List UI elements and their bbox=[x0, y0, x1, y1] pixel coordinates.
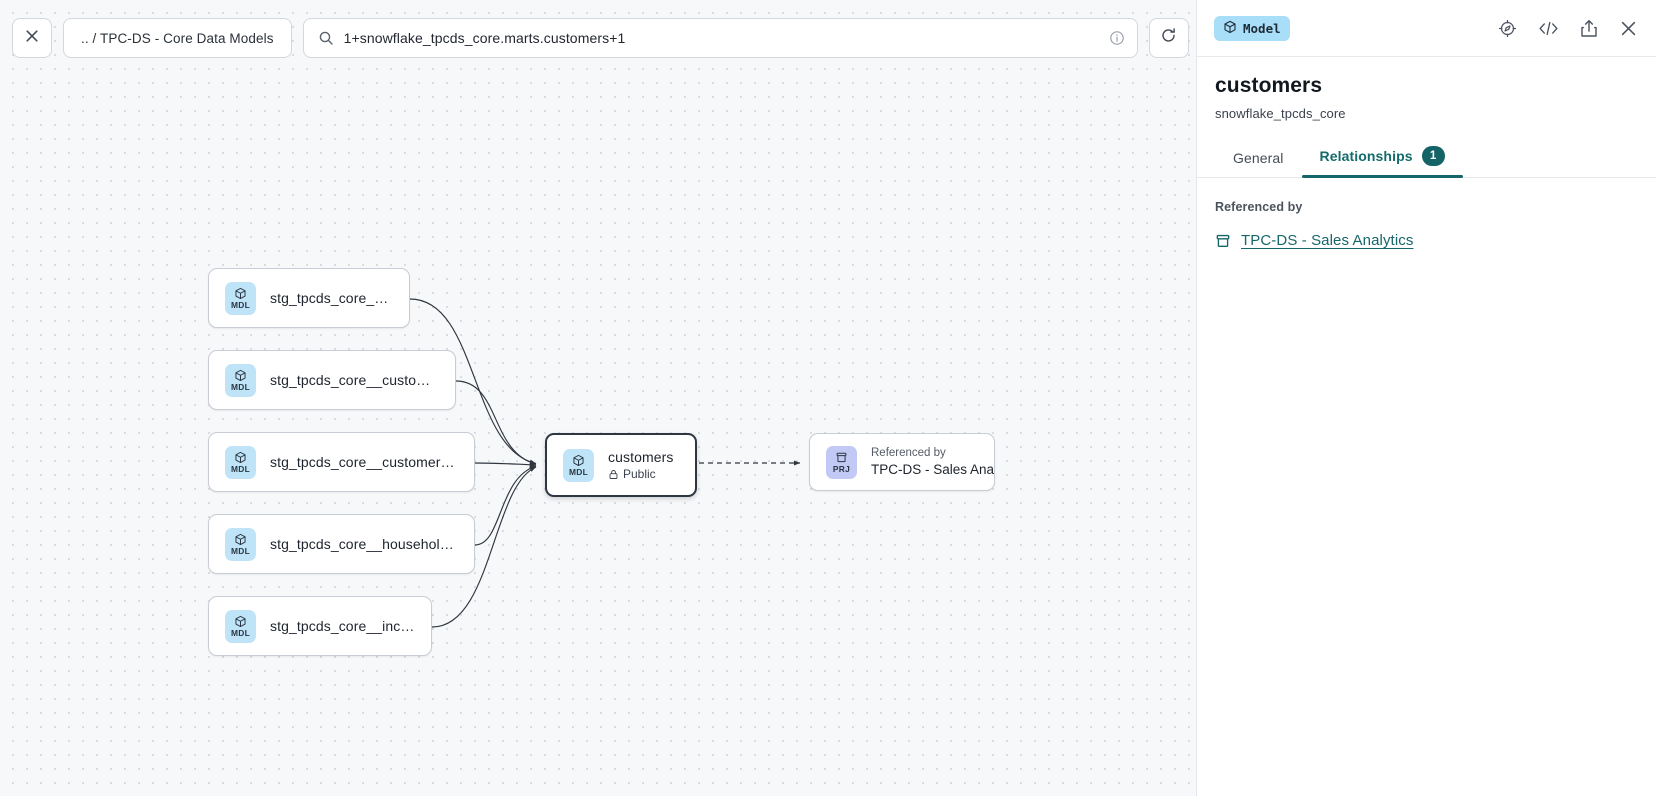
tab-label: General bbox=[1233, 150, 1284, 166]
cube-icon bbox=[1223, 20, 1237, 37]
lineage-canvas[interactable]: MDLstg_tpcds_core__customerMDLstg_tpcds_… bbox=[0, 0, 1196, 796]
graph-node-title: stg_tpcds_core__income_band bbox=[270, 618, 415, 634]
graph-node-title: stg_tpcds_core__household_demogr… bbox=[270, 536, 458, 552]
referenced-by-link[interactable]: TPC-DS - Sales Analytics bbox=[1241, 232, 1414, 249]
panel-body: Referenced by TPC-DS - Sales Analytics bbox=[1197, 178, 1656, 796]
graph-node-visibility: Public bbox=[608, 467, 673, 481]
cube-icon bbox=[234, 615, 247, 628]
graph-node[interactable]: MDL stg_tpcds_core__customer_demogra… bbox=[208, 432, 475, 492]
tab-general[interactable]: General bbox=[1215, 150, 1302, 177]
tab-relationships[interactable]: Relationships 1 bbox=[1301, 146, 1463, 178]
cube-icon bbox=[234, 451, 247, 464]
breadcrumb-label: .. / TPC-DS - Core Data Models bbox=[81, 30, 274, 46]
project-box-icon bbox=[1215, 233, 1231, 249]
code-icon[interactable] bbox=[1538, 19, 1559, 38]
referenced-by-label: Referenced by bbox=[1215, 200, 1303, 214]
search-icon bbox=[318, 30, 334, 46]
page-title: customers bbox=[1215, 74, 1323, 97]
panel-header: customers snowflake_tpcds_core bbox=[1197, 57, 1656, 121]
graph-node-kicker: Referenced by bbox=[871, 447, 946, 459]
graph-node-title: stg_tpcds_core__customer_address bbox=[270, 372, 439, 388]
breadcrumb[interactable]: .. / TPC-DS - Core Data Models bbox=[63, 18, 292, 58]
mdl-badge: MDL bbox=[225, 363, 256, 397]
graph-node-title: stg_tpcds_core__customer bbox=[270, 290, 393, 306]
graph-node[interactable]: MDL stg_tpcds_core__income_band bbox=[208, 596, 432, 656]
lineage-icon[interactable] bbox=[1498, 19, 1517, 38]
search-field[interactable] bbox=[302, 18, 1138, 58]
close-icon bbox=[24, 28, 40, 49]
prj-badge: PRJ bbox=[826, 445, 857, 479]
mdl-badge: MDL bbox=[563, 448, 594, 482]
mdl-badge: MDL bbox=[225, 281, 256, 315]
mdl-badge: MDL bbox=[225, 609, 256, 643]
panel-tabs: General Relationships 1 bbox=[1197, 146, 1656, 178]
lineage-nodes-layer: MDLstg_tpcds_core__customerMDLstg_tpcds_… bbox=[208, 268, 995, 656]
mdl-badge: MDL bbox=[225, 445, 256, 479]
cube-icon bbox=[234, 287, 247, 300]
share-icon[interactable] bbox=[1580, 19, 1598, 38]
project-box-icon bbox=[835, 451, 848, 464]
close-panel-icon[interactable] bbox=[1619, 19, 1638, 38]
graph-node[interactable]: MDL stg_tpcds_core__household_demogr… bbox=[208, 514, 475, 574]
canvas-toolbar: .. / TPC-DS - Core Data Models bbox=[0, 0, 1196, 76]
referenced-by-item[interactable]: TPC-DS - Sales Analytics bbox=[1215, 232, 1638, 249]
graph-node-visibility-label: Public bbox=[623, 467, 656, 481]
graph-node-title: stg_tpcds_core__customer_demogra… bbox=[270, 454, 458, 470]
type-badge[interactable]: Model bbox=[1214, 15, 1290, 41]
cube-icon bbox=[234, 369, 247, 382]
graph-node[interactable]: MDL stg_tpcds_core__customer bbox=[208, 268, 410, 328]
graph-node[interactable]: MDL stg_tpcds_core__customer_address bbox=[208, 350, 456, 410]
refresh-icon bbox=[1160, 27, 1177, 49]
cube-icon bbox=[572, 454, 585, 467]
details-panel: Model bbox=[1196, 0, 1656, 796]
panel-actions bbox=[1498, 19, 1638, 38]
info-icon[interactable] bbox=[1109, 30, 1125, 46]
search-input[interactable] bbox=[343, 30, 1109, 46]
type-badge-label: Model bbox=[1243, 20, 1281, 36]
refresh-button[interactable] bbox=[1148, 18, 1189, 58]
graph-node-project[interactable]: PRJ Referenced by TPC-DS - Sales Analytics bbox=[809, 433, 995, 491]
panel-subtitle: snowflake_tpcds_core bbox=[1215, 106, 1346, 121]
mdl-badge: MDL bbox=[225, 527, 256, 561]
tab-count-badge: 1 bbox=[1421, 146, 1445, 166]
tab-label: Relationships bbox=[1319, 148, 1413, 164]
close-graph-button[interactable] bbox=[12, 18, 52, 58]
graph-node-title: TPC-DS - Sales Analytics bbox=[871, 462, 995, 477]
panel-toolbar: Model bbox=[1197, 0, 1656, 57]
cube-icon bbox=[234, 533, 247, 546]
graph-node-title: customers bbox=[608, 449, 674, 465]
lineage-edges bbox=[409, 298, 801, 628]
lock-icon bbox=[608, 469, 619, 480]
